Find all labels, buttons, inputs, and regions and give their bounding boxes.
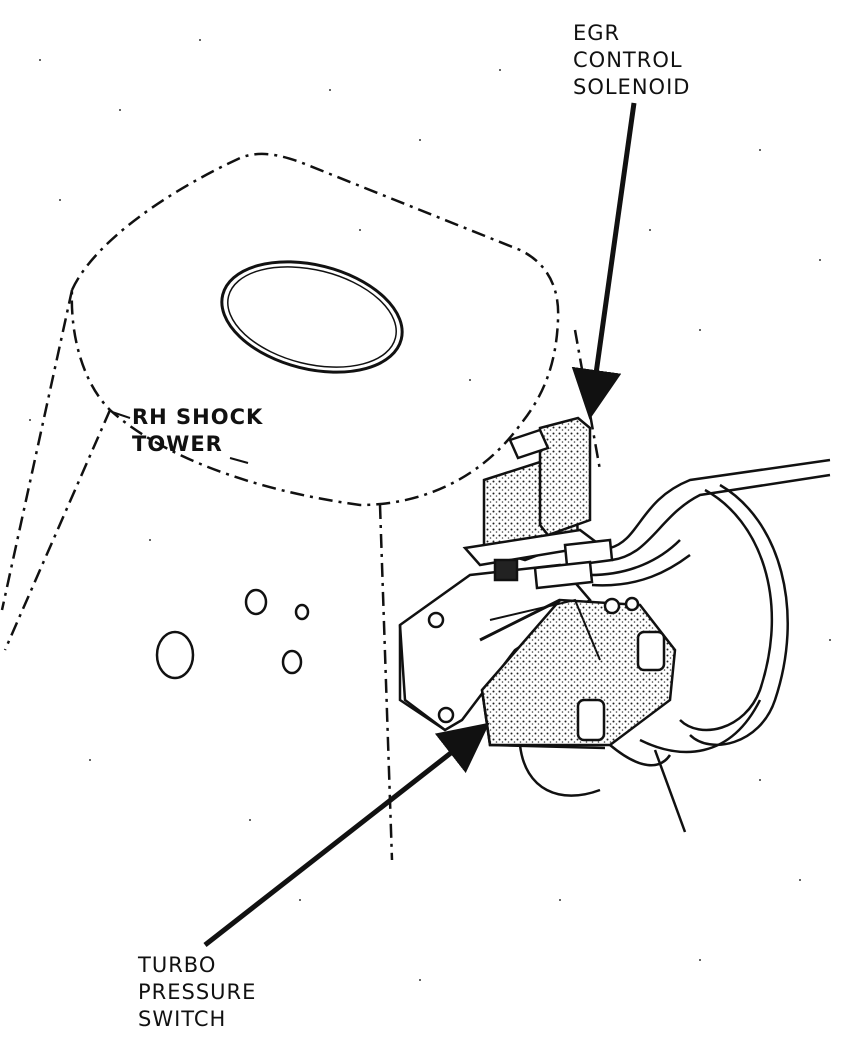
egr-control-solenoid [462, 416, 614, 590]
leader-arrows [203, 102, 637, 947]
egr-solenoid-port-lower [533, 560, 594, 590]
vacuum-hoses [589, 458, 831, 833]
tower-hole-3 [281, 649, 303, 675]
shock-tower-leaders [111, 411, 249, 464]
tower-hole-large [155, 630, 195, 680]
tower-hole-2 [294, 603, 310, 621]
shock-tower-left-edge [0, 289, 74, 611]
switch-connector-top [636, 630, 666, 672]
shock-tower-bore-inner [227, 266, 397, 368]
rh-shock-tower-label: RH SHOCK TOWER [132, 404, 263, 458]
turbo-pressure-switch [479, 596, 677, 797]
egr-label-line-2: CONTROL [573, 48, 683, 72]
shock-tower-top-outline [70, 152, 560, 507]
switch-connector-front [576, 698, 606, 742]
shock-tower-bore [220, 260, 404, 374]
bracket-bolt [427, 611, 445, 629]
turbo-label-line-2: PRESSURE [138, 980, 257, 1004]
bracket-bolt-lower [437, 706, 455, 724]
turbo-leader-arrow [203, 722, 490, 947]
egr-leader-arrow [571, 102, 637, 420]
turbo-label-line-1: TURBO [138, 953, 217, 977]
tower-hole-1 [244, 588, 268, 616]
egr-control-solenoid-label: EGR CONTROL SOLENOID [573, 20, 690, 101]
egr-label-line-1: EGR [573, 21, 621, 45]
scan-texture-dots [29, 39, 831, 981]
shock-label-line-1: RH SHOCK [132, 405, 264, 429]
egr-label-line-3: SOLENOID [573, 75, 691, 99]
shock-label-line-2: TOWER [132, 432, 223, 456]
turbo-pressure-switch-label: TURBO PRESSURE SWITCH [138, 952, 256, 1033]
tower-holes [155, 588, 310, 680]
turbo-label-line-3: SWITCH [138, 1007, 227, 1031]
